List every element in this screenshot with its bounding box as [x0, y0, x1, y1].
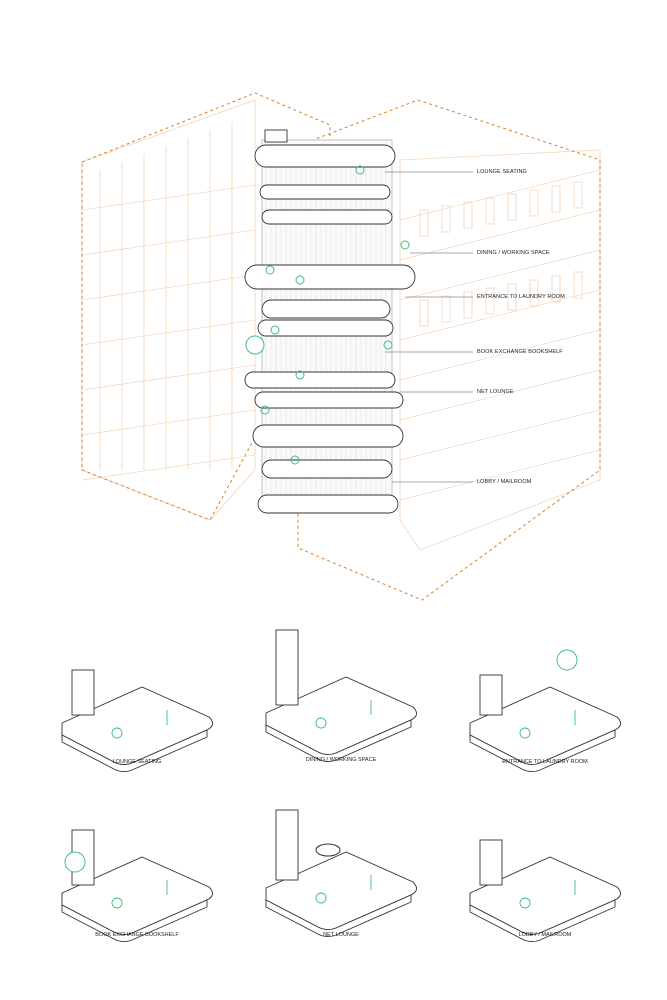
caption-lounge-seating: LOUNGE SEATING [112, 759, 162, 765]
floor-line [81, 409, 256, 436]
plant-icon [265, 265, 275, 275]
window [529, 279, 539, 307]
floor-line [81, 274, 256, 301]
plant-icon [519, 727, 531, 739]
floor-slab [261, 459, 393, 479]
platform-edge [61, 729, 208, 773]
floor-line [81, 184, 256, 211]
stair-core [479, 674, 503, 716]
plant-icon [315, 717, 327, 729]
window [485, 197, 495, 225]
callout-net-lounge: NET LOUNGE [477, 389, 514, 395]
caption-net-lounge: NET LOUNGE [323, 932, 359, 938]
tree-icon [556, 649, 578, 671]
floor-line [399, 289, 601, 341]
building-outline [81, 99, 256, 521]
platform-edge [265, 719, 412, 763]
floor-slab [244, 371, 396, 389]
window [463, 291, 473, 319]
tree-icon [64, 851, 86, 873]
stair-core [479, 839, 503, 886]
plant-icon [295, 370, 305, 380]
floor-line [399, 249, 601, 301]
plant-icon [260, 405, 270, 415]
floor-line [399, 329, 601, 381]
vignette-lobby [469, 839, 621, 943]
stair-core [71, 669, 95, 716]
plant-icon [355, 165, 365, 175]
floor-slab [261, 209, 393, 225]
window [419, 209, 429, 237]
window [529, 189, 539, 217]
window [551, 185, 561, 213]
dashed-envelope-right [297, 99, 601, 601]
callout-bookshelf: BOOK EXCHANGE BOOKSHELF [477, 349, 563, 355]
floor-line [399, 449, 601, 501]
plant-icon [400, 240, 410, 250]
vignette-bookshelf [61, 829, 213, 943]
dashed-envelope-left [81, 92, 331, 521]
platform-edge [469, 729, 616, 773]
floor-slab [257, 319, 394, 337]
vignette-net-lounge [265, 809, 417, 938]
floor-line [81, 229, 256, 256]
window [507, 283, 517, 311]
floor-line [399, 209, 601, 261]
window [463, 201, 473, 229]
window [551, 275, 561, 303]
window [419, 299, 429, 327]
floor-slab [244, 264, 416, 290]
plant-icon [519, 897, 531, 909]
caption-lobby: LOBBY / MAILROOM [518, 932, 572, 938]
callout-lounge-seating: LOUNGE SEATING [477, 169, 527, 175]
caption-dining-working: DINING / WORKING SPACE [305, 757, 377, 763]
floor-slab [252, 424, 404, 448]
right-context-building [399, 149, 601, 551]
floor-line [81, 454, 256, 481]
floor-line [399, 169, 601, 221]
plant-icon [315, 892, 327, 904]
left-context-building [81, 99, 256, 521]
platform-edge [61, 899, 208, 943]
floor-slab [261, 299, 391, 319]
plant-icon [295, 275, 305, 285]
vignette-lounge-seating [61, 669, 213, 773]
floor-slab [254, 391, 404, 409]
plant-icon [111, 897, 123, 909]
stair-core [275, 809, 299, 881]
window [441, 205, 451, 233]
plant-icon [270, 325, 280, 335]
plant-icon [111, 727, 123, 739]
caption-laundry-entrance: ENTRANCE TO LAUNDRY ROOM [502, 759, 588, 765]
window [573, 181, 583, 209]
floor-line [399, 409, 601, 461]
window [573, 271, 583, 299]
roof-stair-box [264, 129, 288, 143]
floor-slab [257, 494, 399, 514]
platform-edge [265, 894, 412, 938]
floor-line [81, 319, 256, 346]
window [507, 193, 517, 221]
floor-line [81, 364, 256, 391]
tree-icon [245, 335, 265, 355]
caption-bookshelf: BOOK EXCHANGE BOOKSHELF [95, 932, 179, 938]
callout-lobby: LOBBY / MAILROOM [477, 479, 532, 485]
window [485, 287, 495, 315]
plant-icon [383, 340, 393, 350]
floor-slab [259, 184, 391, 200]
callout-dining-working: DINING / WORKING SPACE [477, 250, 550, 256]
vignette-dining-working [265, 629, 417, 763]
vignette-laundry-entrance [469, 674, 621, 773]
callout-laundry-entrance: ENTRANCE TO LAUNDRY ROOM [477, 294, 565, 300]
net-icon [315, 843, 341, 857]
floor-slab [254, 144, 396, 168]
floor-line [399, 369, 601, 421]
stair-core [275, 629, 299, 706]
plant-icon [290, 455, 300, 465]
platform-edge [469, 899, 616, 943]
tower [244, 129, 416, 514]
window [441, 295, 451, 323]
